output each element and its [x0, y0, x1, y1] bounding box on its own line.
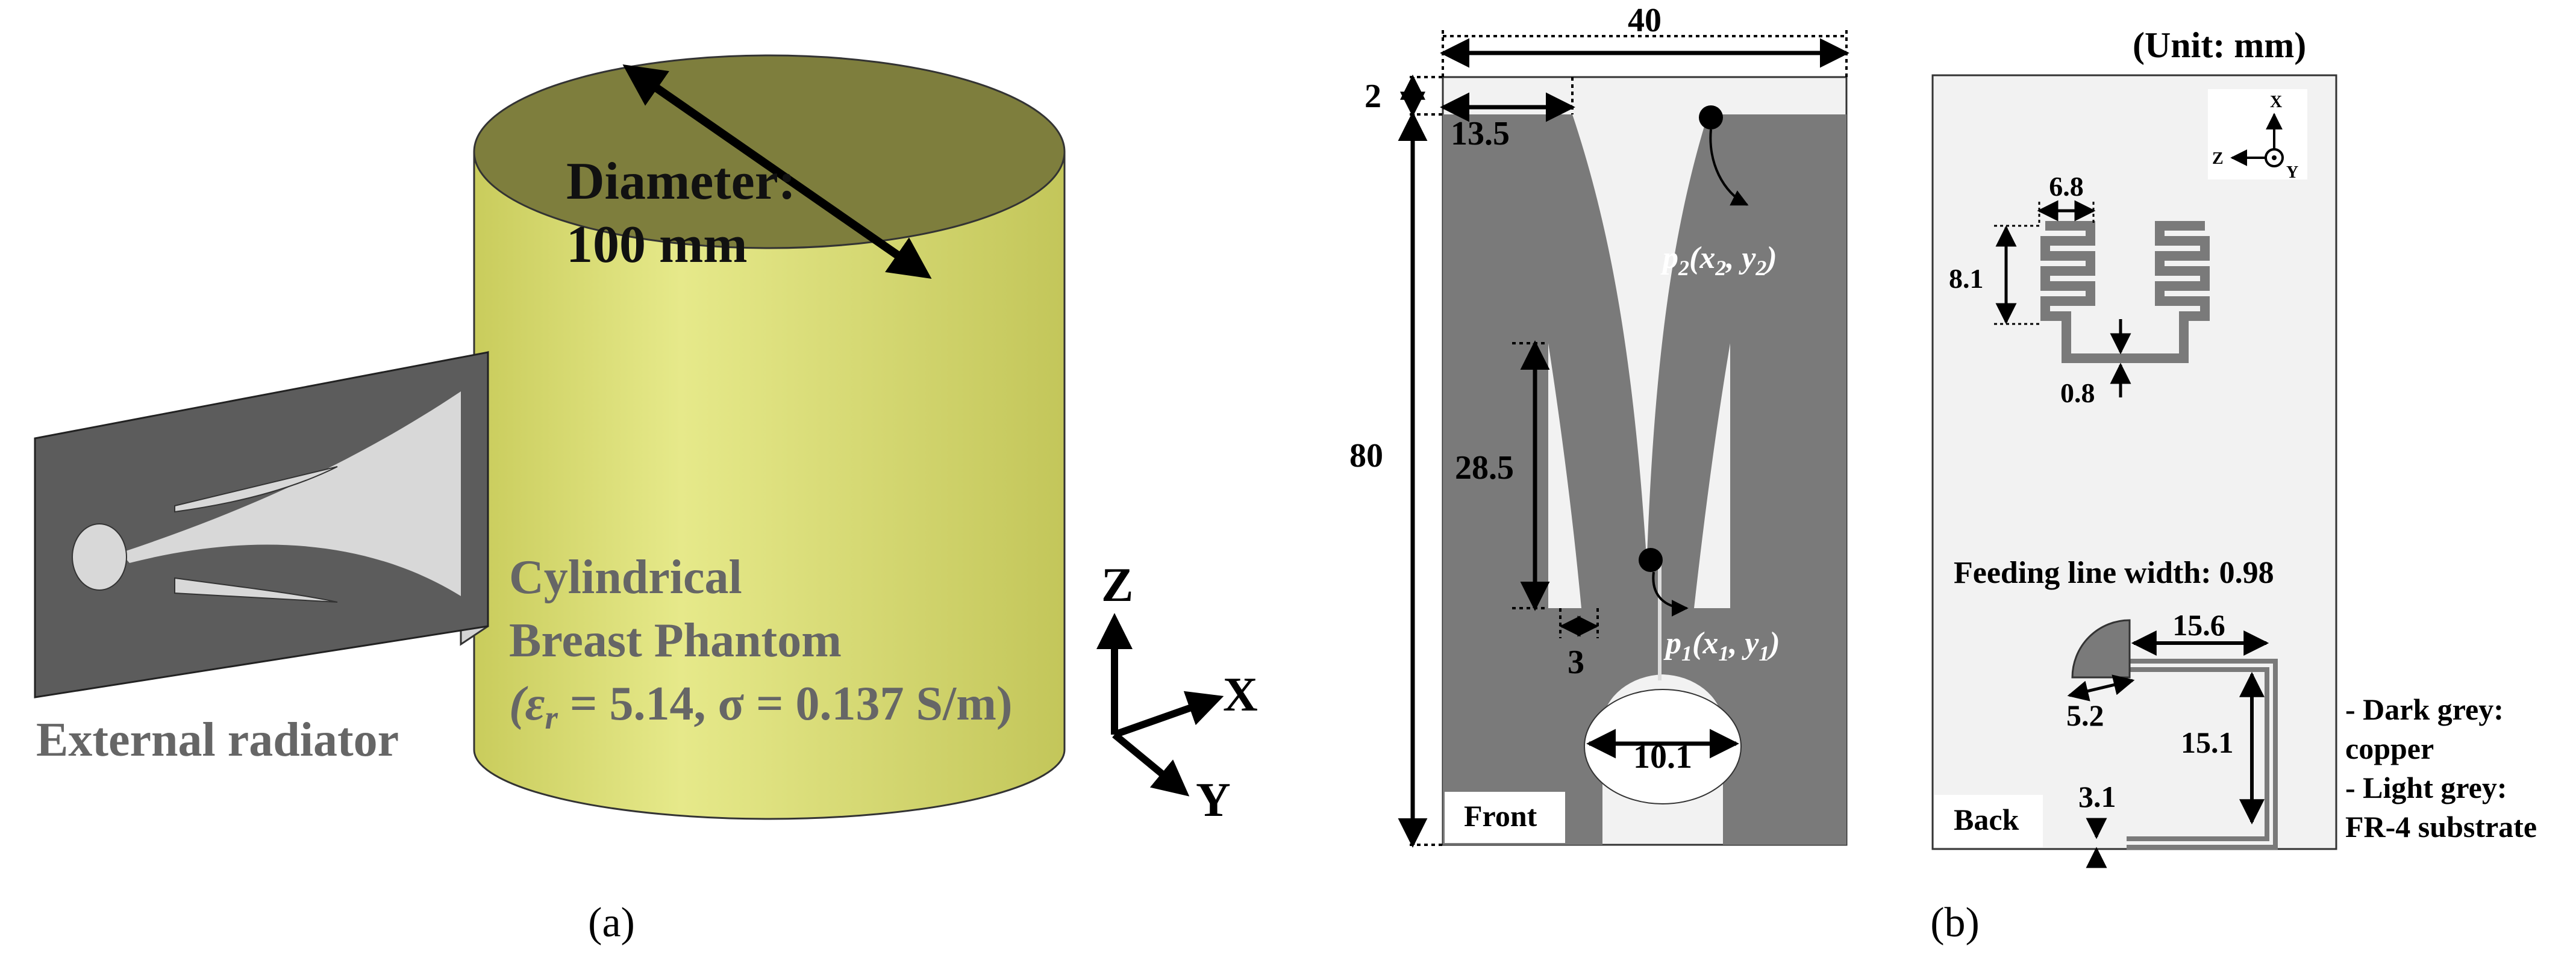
- radiator-taper: [120, 391, 461, 596]
- front-dimensions: [1398, 30, 1849, 848]
- panel-b-back: (Unit: mm) X Z Y 6.8 8.1: [1931, 25, 2337, 868]
- phantom-cylinder-side: [473, 151, 1066, 820]
- back-dim-0-8: 0.8: [2060, 378, 2095, 408]
- diameter-label-line1: Diameter:: [566, 152, 796, 211]
- radiator-feed-circle: [72, 523, 127, 591]
- back-dim-8-1: 8.1: [1949, 263, 1984, 294]
- point-p1-label: p1(x1, y1): [1663, 626, 1780, 665]
- legend-line2: copper: [2345, 732, 2434, 765]
- legend-line3: - Light grey:: [2345, 771, 2507, 804]
- back-axis-y-center: [2272, 155, 2277, 160]
- axis-z-label: Z: [1101, 559, 1133, 612]
- front-tag: Front: [1464, 799, 1537, 833]
- meander-left: [2040, 221, 2121, 363]
- front-tag-box: [1445, 792, 1565, 843]
- radiator-label: External radiator: [36, 714, 399, 767]
- meander-dimensions: [1994, 200, 2131, 397]
- axis-triad-3d: Z X Y: [1096, 559, 1258, 827]
- back-half-disc: [2071, 619, 2131, 679]
- legend-line1: - Dark grey:: [2345, 692, 2504, 726]
- back-axis-triad: X Z Y: [2208, 89, 2307, 182]
- back-tag: Back: [1954, 803, 2019, 836]
- front-dim-width: 40: [1628, 2, 1662, 39]
- phantom-label-line2: Breast Phantom: [509, 614, 842, 667]
- back-axis-box: [2208, 89, 2307, 179]
- external-radiator: [34, 350, 489, 698]
- front-dim-circle: 10.1: [1633, 738, 1692, 776]
- phantom-cylinder-top: [473, 54, 1066, 249]
- front-dim-13-5: 13.5: [1451, 115, 1510, 152]
- legend-line4: FR-4 substrate: [2345, 810, 2537, 844]
- phantom-label-line3: (εr = 5.14, σ = 0.137 S/m): [509, 677, 1013, 736]
- diameter-label-line2: 100 mm: [566, 216, 748, 274]
- axis-x-line: [1113, 691, 1224, 738]
- radiator-slot-upper: [174, 466, 338, 513]
- front-dim-slot-length: 28.5: [1455, 449, 1514, 487]
- front-dim-height: 80: [1349, 437, 1383, 474]
- diameter-arrow: [622, 64, 932, 279]
- phantom-label-line1: Cylindrical: [509, 551, 742, 604]
- front-copper-left: [1443, 114, 1663, 845]
- back-axis-x-label: X: [2270, 93, 2282, 111]
- meander-right: [2121, 221, 2210, 363]
- radiator-slot-lower: [174, 577, 338, 603]
- back-dim-5-2: 5.2: [2066, 698, 2104, 732]
- back-axis-y-label: Y: [2286, 163, 2298, 182]
- back-feed-dimensions: [2067, 630, 2269, 868]
- unit-label: (Unit: mm): [2133, 25, 2306, 65]
- back-dim-6-8: 6.8: [2049, 171, 2084, 202]
- point-p1-leader: [1652, 571, 1689, 617]
- panel-b-caption: (b): [1930, 900, 1980, 946]
- axis-y-line: [1112, 732, 1190, 797]
- panel-b-front: p2(x2, y2) p1(x1, y1) 40 2 13.5: [1349, 2, 1849, 848]
- point-p2-label: p2(x2, y2): [1660, 241, 1777, 280]
- panel-a-caption: (a): [588, 900, 635, 946]
- axis-x-label: X: [1223, 668, 1258, 721]
- material-legend: - Dark grey: copper - Light grey: FR-4 s…: [2345, 692, 2537, 844]
- back-dim-15-6: 15.6: [2172, 608, 2225, 642]
- front-copper-right: [1645, 114, 1846, 845]
- feed-line-label: Feeding line width: 0.98: [1954, 556, 2274, 590]
- point-p1-marker: [1639, 548, 1663, 572]
- meander-antenna: [2040, 221, 2210, 363]
- front-dim-slot-width: 3: [1568, 644, 1584, 681]
- front-dim-top: 2: [1365, 78, 1381, 115]
- back-tag-box: [1934, 795, 2043, 847]
- back-dim-15-1: 15.1: [2181, 726, 2234, 759]
- back-axis-z-label: Z: [2212, 149, 2224, 168]
- panel-a: Diameter: 100 mm Cylindrical Breast Phan…: [34, 54, 1258, 946]
- back-dim-3-1: 3.1: [2078, 780, 2116, 813]
- axis-y-label: Y: [1196, 774, 1231, 827]
- point-p2-marker: [1699, 105, 1723, 129]
- point-p2-leader: [1709, 129, 1749, 206]
- back-feed-trace-inner: [2127, 664, 2273, 845]
